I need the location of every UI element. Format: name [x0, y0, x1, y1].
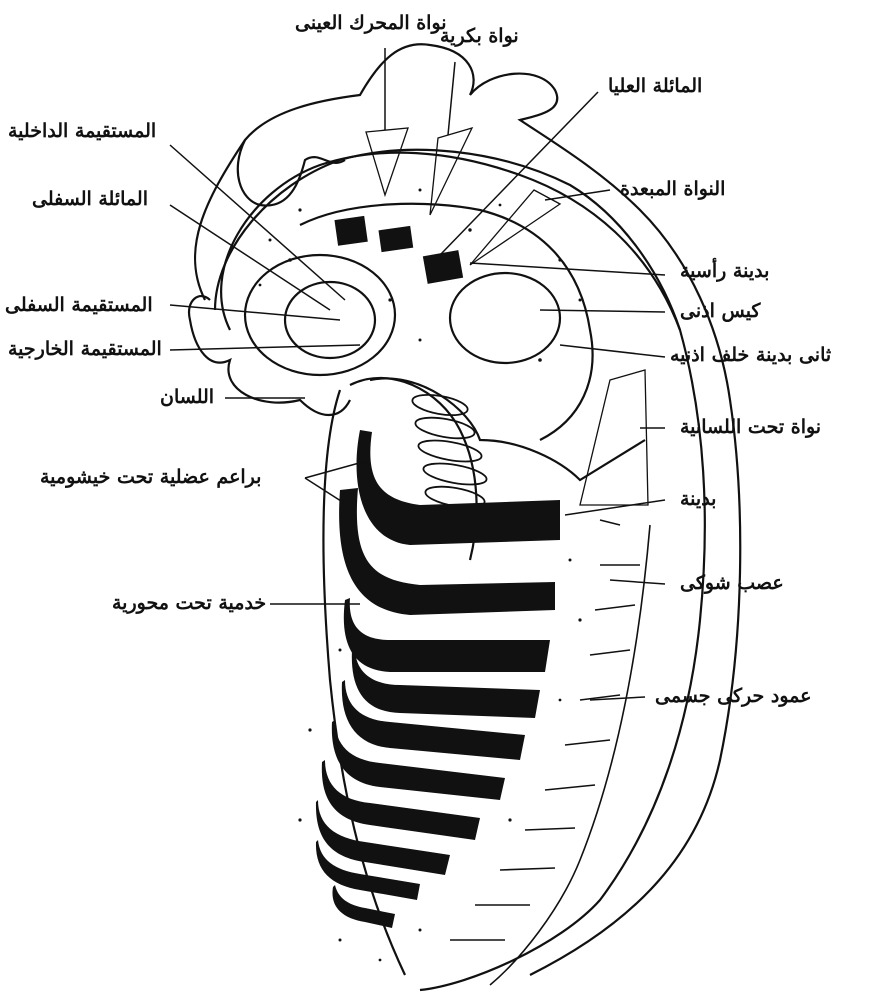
brain-inner-outline: [221, 153, 705, 990]
body-tube-inner: [370, 378, 645, 480]
label-otic-sac: كيس اذنى: [680, 300, 760, 322]
speckles: [259, 189, 582, 962]
nerve-fans: [366, 128, 648, 505]
label-abducens-nucleus: النواة المبعدة: [620, 178, 725, 200]
label-head-cavity: بدينة رأسية: [680, 260, 769, 282]
nucleus-blocks: [334, 216, 463, 284]
label-inferior-oblique: المائلة السفلى: [32, 188, 148, 210]
label-hypobranchial-buds: براعم عضلية تحت خيشومية: [40, 466, 261, 488]
label-oculomotor-nucleus: نواة المحرك العينى: [295, 12, 447, 34]
label-postotic-second: ثانى بدينة خلف اذنيه: [670, 344, 831, 366]
label-inner-rectus: المستقيمة الداخلية: [8, 120, 156, 142]
upper-fold: [238, 140, 345, 206]
label-trochlear-nucleus: نواة بكرية: [440, 25, 519, 47]
label-spinal-nerve: عصب شوكى: [680, 572, 784, 594]
otic-sac-shape: [450, 273, 560, 363]
label-tongue: اللسان: [160, 386, 214, 408]
label-hypoaxial-mesoderm: خدمية تحت محورية: [112, 592, 266, 614]
label-superior-oblique: المائلة العليا: [608, 75, 702, 97]
label-somite: بدينة: [680, 488, 716, 510]
label-inferior-rectus: المستقيمة السفلى: [5, 294, 153, 316]
label-hypoglossal-nucleus: نواة تحت اللسانية: [680, 416, 821, 438]
label-outer-rectus: المستقيمة الخارجية: [8, 338, 162, 360]
muscle-bands: [316, 430, 560, 928]
brain-inner-outline-2: [215, 150, 680, 330]
label-somatic-motor-column: عمود حركى جسمى: [655, 685, 811, 707]
